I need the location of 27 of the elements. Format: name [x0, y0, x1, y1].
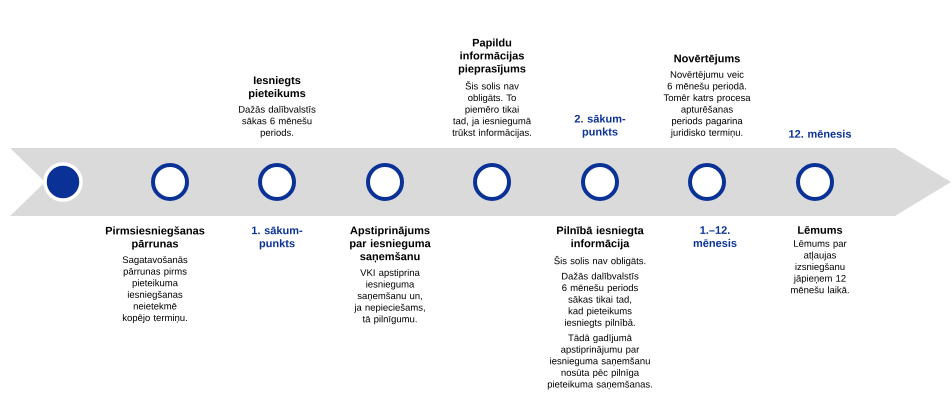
step-description: Tādā gadījumā apstiprinājumu par iesnieguma saņemšanu nosūta pēc pilnīga pieteikuma saņemšanas.	[548, 334, 652, 390]
timeline-circle	[581, 162, 619, 201]
step-description: Dažās dalībvalstīs 6 mēnešu periods sākas tikai tad, kad pieteikums iesniegts pilnībā.	[562, 272, 638, 328]
timeline-circle	[688, 162, 726, 201]
timeline-circle	[151, 162, 190, 201]
step-description: VKI apstiprina iesnieguma saņemšanu un, ja nepieciešams, tā pilnīgumu.	[354, 269, 425, 324]
step-heading: Pirmsiesniegšanas pārrunas	[106, 226, 204, 250]
step-heading: Pilnībā iesniegta informācija	[557, 226, 644, 250]
step-heading: Novērtējums	[674, 54, 740, 64]
timeline-circle	[796, 162, 834, 201]
milestone-label: 12. mēnesis	[789, 130, 852, 138]
step-description: Sagatavošanās pārrunas pirms pieteikuma iesniegšanas neietekmē kopējo termiņu.	[122, 256, 188, 323]
step-heading: Apstiprinājums par iesnieguma saņemšanu	[350, 226, 431, 263]
milestone-label: 1. sākum-punkts	[252, 226, 302, 250]
step-description: Šis solis nav obligāts. To piemēro tikai tad, ja iesniegumā trūkst informācijas.	[452, 81, 532, 138]
timeline-circle	[473, 162, 511, 201]
step-description: Novērtējumu veic 6 mēnešu periodā. Tomēr katrs procesa apturēšanas periods pagarina juridisko termiņu.	[664, 70, 751, 138]
step-description: Lēmums par atļaujas izsniegšanu jāpieņem 12 mēnešu laikā.	[791, 240, 849, 294]
step-heading: Lēmums	[798, 226, 842, 234]
milestone-label: 2. sākum-punkts	[574, 114, 626, 138]
timeline-circle	[258, 162, 296, 201]
step-heading: Papildu informācijas pieprasījums	[458, 38, 526, 75]
step-heading: Iesniegts pieteikums	[249, 76, 306, 100]
milestone-label: 1.–12. mēnesis	[694, 226, 737, 247]
step-description: Šis solis nav obligāts.	[554, 256, 646, 266]
step-description: Dažās dalībvalstīs sākas 6 mēnešu periods.	[238, 106, 316, 138]
timeline-circle	[366, 162, 404, 201]
